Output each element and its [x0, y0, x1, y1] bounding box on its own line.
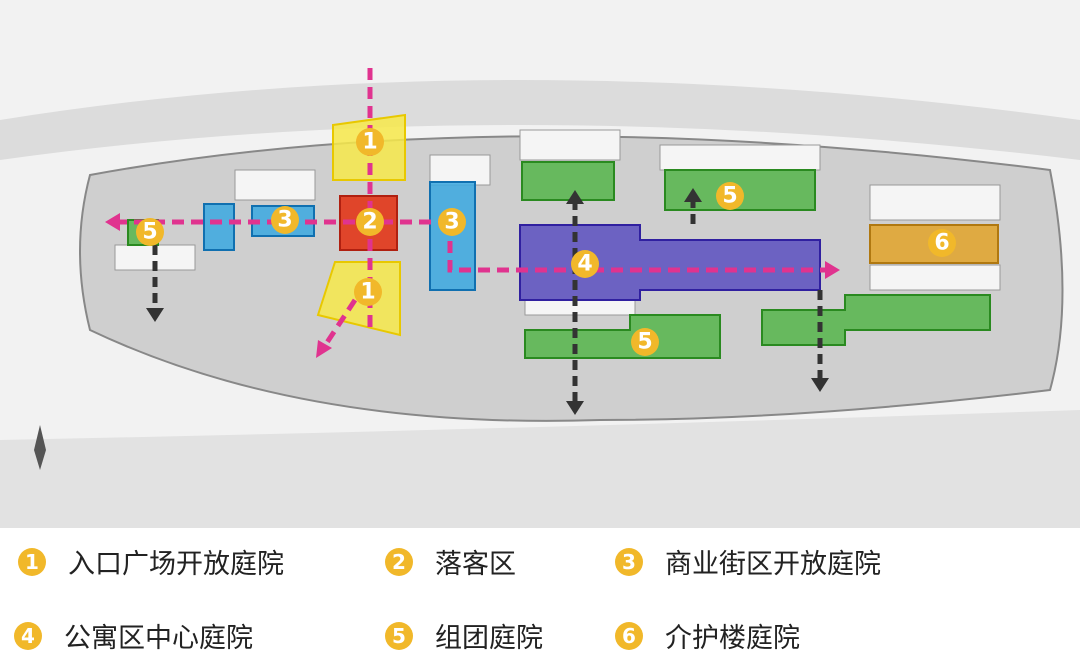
badge-6: 6	[928, 229, 956, 257]
legend-item: 4 公寓区中心庭院	[14, 616, 253, 655]
legend-badge: 4	[14, 621, 42, 650]
svg-text:5: 5	[142, 220, 157, 245]
legend-item: 2 落客区	[385, 542, 516, 581]
badge-1: 1	[356, 128, 384, 156]
svg-text:1: 1	[360, 280, 375, 305]
flow-arrowheads	[105, 213, 840, 358]
view-axis-arrows	[152, 198, 823, 405]
badge-5: 5	[136, 218, 164, 246]
site-plan-map: 1 1 2 3 3 4 5 5 5 6	[0, 0, 1080, 528]
badge-4: 4	[571, 250, 599, 278]
view-axis-arrowheads	[146, 188, 829, 415]
svg-text:3: 3	[444, 210, 459, 235]
badge-2: 2	[356, 208, 384, 236]
badge-1: 1	[354, 278, 382, 306]
legend-label: 介护楼庭院	[665, 623, 800, 654]
legend-badge: 3	[615, 547, 643, 576]
legend-label: 组团庭院	[435, 623, 543, 654]
badge-3: 3	[271, 206, 299, 234]
road	[0, 80, 1080, 160]
buildings	[114, 129, 1001, 316]
badge-5: 5	[631, 328, 659, 356]
legend-badge: 5	[385, 621, 413, 650]
legend-label: 公寓区中心庭院	[64, 623, 253, 654]
svg-text:1: 1	[362, 130, 377, 155]
svg-text:5: 5	[637, 330, 652, 355]
svg-text:5: 5	[722, 184, 737, 209]
legend-item: 3 商业街区开放庭院	[615, 542, 881, 581]
legend-label: 入口广场开放庭院	[68, 549, 284, 580]
legend-item: 1 入口广场开放庭院	[18, 542, 284, 581]
legend-badge: 1	[18, 547, 46, 576]
legend-label: 商业街区开放庭院	[665, 549, 881, 580]
svg-text:3: 3	[277, 208, 292, 233]
svg-text:2: 2	[362, 210, 377, 235]
north-arrow-icon	[34, 425, 46, 470]
river	[0, 410, 1080, 528]
svg-text:4: 4	[577, 252, 592, 277]
badge-3: 3	[438, 208, 466, 236]
zone-badges: 1 1 2 3 3 4 5 5 5 6	[136, 128, 956, 356]
svg-text:6: 6	[934, 231, 949, 256]
legend-label: 落客区	[435, 549, 516, 580]
legend-item: 5 组团庭院	[385, 616, 543, 655]
legend-item: 6 介护楼庭院	[615, 616, 800, 655]
legend-badge: 6	[615, 621, 643, 650]
badge-5: 5	[716, 182, 744, 210]
legend-badge: 2	[385, 547, 413, 576]
